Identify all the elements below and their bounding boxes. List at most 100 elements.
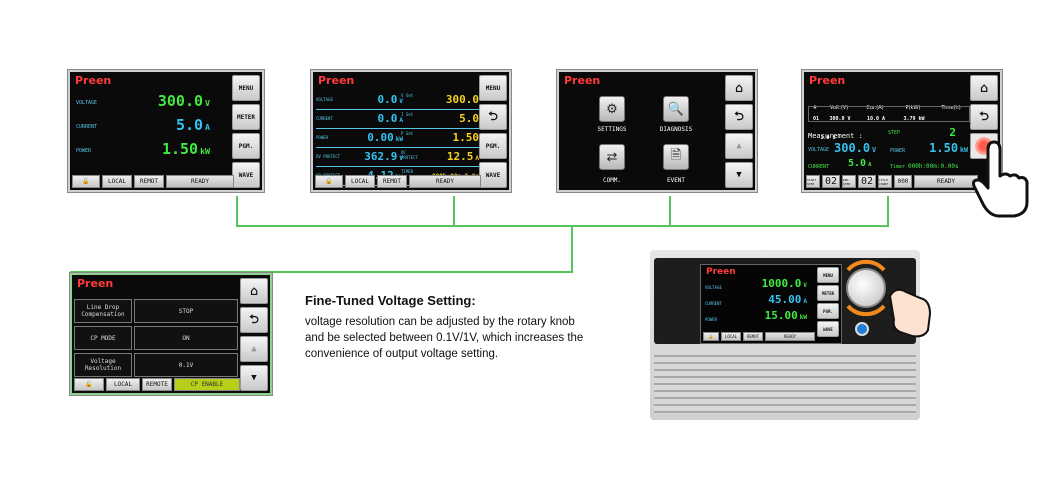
table-cell: 10.0 A (866, 116, 886, 122)
row-set-value[interactable]: 5.0 (459, 112, 479, 125)
home-icon[interactable]: ⌂ (725, 75, 753, 101)
timer-value: 000h:00m:0.00s (908, 163, 959, 170)
back-arrow-icon[interactable]: ⮌ (725, 104, 753, 130)
row-set-label: OC PROTECT (401, 150, 418, 160)
row-set-label: TIMER (401, 169, 414, 174)
menu-button[interactable]: MENU (817, 267, 839, 283)
back-arrow-icon[interactable]: ⮌ (240, 307, 268, 333)
row-set-label: I Set (401, 112, 414, 117)
feature-description: Fine-Tuned Voltage Setting: voltage reso… (305, 293, 635, 362)
resolution-settings-screen: Preen Line Drop Compensation STOP CP MOD… (69, 272, 273, 396)
cycle-count-label: CYCLE COUNT (878, 175, 892, 188)
gears-icon[interactable]: ⚙ (599, 96, 625, 122)
end-step-value[interactable]: 02 (858, 175, 876, 188)
wave-button[interactable]: WAVE (817, 321, 839, 337)
table-cell: 01 (812, 116, 820, 122)
rotary-knob[interactable] (846, 268, 886, 308)
row-label: POWER (316, 135, 329, 140)
local-button[interactable]: LOCAL (106, 378, 140, 391)
row-label: OV PROTECT (316, 154, 341, 159)
power-label: POWER (705, 317, 718, 322)
cp-enable-button[interactable]: CP ENABLE (174, 378, 240, 391)
comm-label: COMM. (602, 177, 622, 184)
connector-line (236, 196, 238, 226)
brand-logo: Preen (75, 74, 112, 87)
menu-button[interactable]: MENU (232, 75, 260, 101)
diagnosis-label: DIAGNOSIS (659, 126, 693, 133)
back-arrow-icon[interactable]: ⮌ (970, 104, 998, 130)
lock-icon[interactable]: 🔓 (315, 175, 343, 188)
lock-icon[interactable]: 🔓 (74, 378, 104, 391)
table-cell: 1.0 h (820, 135, 836, 141)
row-label: CURRENT (316, 116, 333, 121)
remote-button[interactable]: REMOT (743, 332, 763, 341)
local-button[interactable]: LOCAL (102, 175, 132, 188)
table-cell: 300.0 V (829, 116, 851, 122)
home-icon[interactable]: ⌂ (970, 75, 998, 101)
scroll-down-icon[interactable]: ▼ (725, 162, 753, 188)
feature-line: convenience of output voltage setting. (305, 348, 499, 360)
table-header-cell: Time(h) (941, 105, 961, 111)
local-button[interactable]: LOCAL (345, 175, 375, 188)
lock-icon[interactable]: 🔓 (703, 332, 719, 341)
meter-button[interactable]: METER (817, 285, 839, 301)
scroll-down-icon[interactable]: ▼ (240, 365, 268, 391)
transfer-arrows-icon[interactable]: ⇄ (599, 144, 625, 170)
encoder-button[interactable] (855, 322, 869, 336)
document-icon[interactable]: 🗎 (663, 144, 689, 170)
device-vent (654, 350, 916, 414)
table-cell: 3.79 kW (903, 116, 925, 122)
cp-mode-value[interactable]: ON (134, 326, 238, 350)
status-button[interactable]: READY (409, 175, 481, 188)
menu-button[interactable]: MENU (479, 75, 507, 101)
row-set-value[interactable]: 1.50 (452, 131, 480, 144)
connector-line (70, 271, 573, 273)
hand-on-knob-icon (889, 288, 931, 338)
row-set-label: P Set (401, 131, 414, 136)
voltage-label: VOLTAGE (705, 285, 722, 290)
table-header-cell: Volt.(V) (829, 105, 849, 111)
line-drop-value[interactable]: STOP (134, 299, 238, 323)
pgm-button[interactable]: PGM. (479, 133, 507, 159)
remote-button[interactable]: REMOT (377, 175, 407, 188)
power-label: POWER (76, 148, 92, 154)
scroll-up-icon[interactable]: ▲ (240, 336, 268, 362)
wave-button[interactable]: WAVE (479, 162, 507, 188)
start-step-value[interactable]: 02 (822, 175, 840, 188)
brand-logo: Preen (318, 74, 355, 87)
table-header-cell: # (812, 105, 818, 111)
current-label: CURRENT (76, 124, 98, 130)
local-button[interactable]: LOCAL (721, 332, 741, 341)
pgm-button[interactable]: PGM. (232, 133, 260, 159)
remote-button[interactable]: REMOT (134, 175, 164, 188)
program-table-row[interactable]: 01 300.0 V 10.0 A 3.79 kW 1.0 h (808, 106, 970, 141)
pgm-button[interactable]: PGM. (817, 303, 839, 319)
current-label: CURRENT (808, 164, 830, 170)
row-set-value[interactable]: 300.0 (445, 93, 479, 106)
cycle-count-value[interactable]: 000 (894, 175, 912, 188)
row-divider (316, 128, 480, 129)
wave-button[interactable]: WAVE (232, 162, 260, 188)
lock-icon[interactable]: 🔓 (72, 175, 100, 188)
back-arrow-icon[interactable]: ⮌ (479, 104, 507, 130)
voltage-resolution-value[interactable]: 0.1V (134, 353, 238, 377)
line-drop-label: Line Drop Compensation (74, 299, 132, 323)
remote-button[interactable]: REMOTE (142, 378, 172, 391)
row-divider (316, 147, 480, 148)
meter-button[interactable]: METER (232, 104, 260, 130)
bottom-bar: 🔓 LOCAL REMOT READY (315, 175, 481, 188)
home-icon[interactable]: ⌂ (240, 278, 268, 304)
magnifier-icon[interactable]: 🔍 (663, 96, 689, 122)
connector-line (571, 225, 573, 273)
bottom-bar: 🔓 LOCAL REMOTE CP ENABLE (74, 378, 240, 391)
status-button[interactable]: READY (166, 175, 234, 188)
settings-label: SETTINGS (597, 126, 627, 133)
rotation-arrows-icon (846, 259, 886, 317)
status-button[interactable]: READY (765, 332, 815, 341)
scroll-up-icon[interactable]: ▲ (725, 133, 753, 159)
